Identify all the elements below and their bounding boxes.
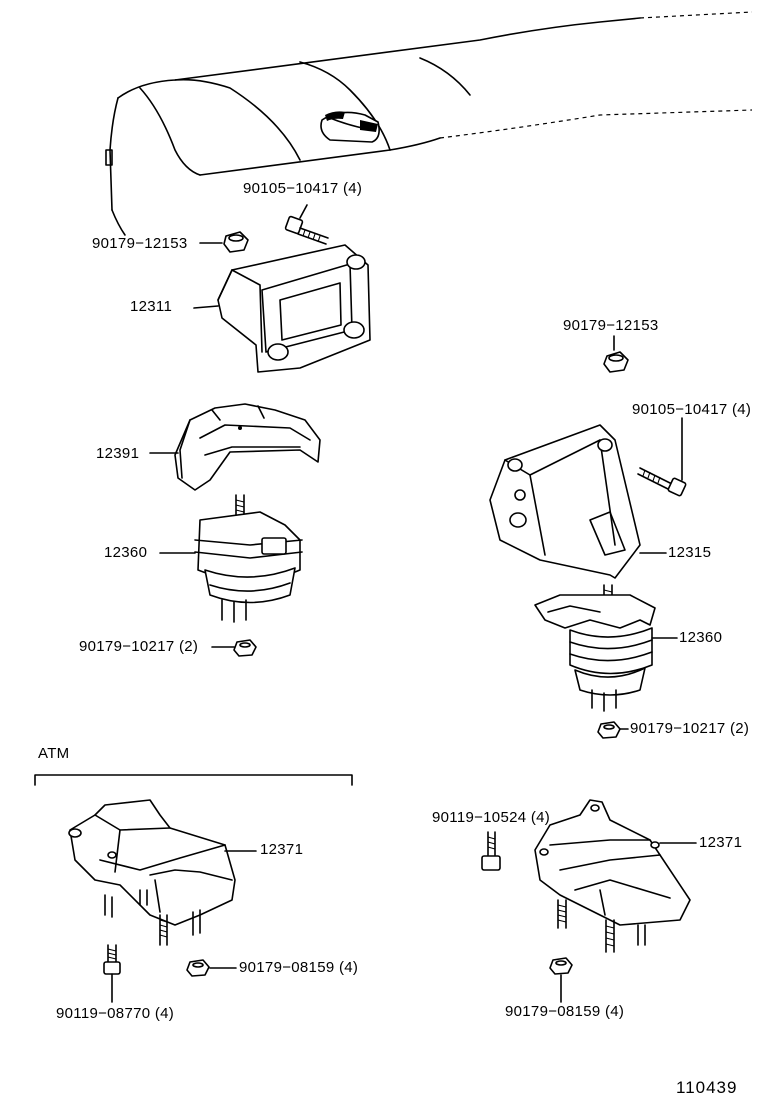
engine-mount-12360-left [159, 494, 303, 623]
atm-bracket [34, 774, 353, 786]
heat-shield-12391 [149, 403, 321, 491]
label-12315: 12315 [668, 544, 712, 561]
label-12371-left: 12371 [260, 841, 304, 858]
bolt-90105-10417-top [284, 204, 329, 245]
label-90119-10524: 90119−10524 (4) [432, 809, 551, 826]
bolt-90119-08770 [103, 944, 121, 1003]
label-12371-right: 12371 [699, 834, 743, 851]
bracket-12311 [193, 244, 371, 373]
bolt-90119-10524 [481, 831, 501, 871]
label-90105-10417-top: 90105−10417 (4) [243, 180, 363, 197]
nut-90179-10217-right [597, 721, 629, 739]
nut-90179-08159-right [549, 957, 573, 1003]
label-90179-12153-left: 90179−12153 [92, 235, 188, 252]
nut-90179-10217-left [211, 639, 257, 657]
nut-90179-12153-right [603, 335, 629, 373]
engine-mount-12360-right [534, 584, 678, 712]
transmission-mount-12371-right [534, 799, 697, 953]
label-atm: ATM [38, 745, 70, 762]
label-12311: 12311 [130, 298, 173, 315]
nut-90179-08159-left [186, 959, 237, 977]
diagram-number: 110439 [676, 1078, 738, 1097]
bolt-90105-10417-right [637, 417, 687, 497]
label-90179-10217-right: 90179−10217 (2) [630, 720, 750, 737]
label-90179-10217-left: 90179−10217 (2) [79, 638, 199, 655]
label-90179-12153-right: 90179−12153 [563, 317, 659, 334]
bracket-12315 [489, 424, 667, 579]
label-90105-10417-right: 90105−10417 (4) [632, 401, 752, 418]
engine-block [105, 11, 753, 236]
label-12360-left: 12360 [104, 544, 148, 561]
transmission-mount-12371-left [68, 799, 257, 946]
label-90119-08770: 90119−08770 (4) [56, 1005, 175, 1022]
label-90179-08159-right: 90179−08159 (4) [505, 1003, 625, 1020]
label-12391: 12391 [96, 445, 140, 462]
label-90179-08159-left: 90179−08159 (4) [239, 959, 359, 976]
nut-90179-12153-left [199, 231, 249, 253]
label-12360-right: 12360 [679, 629, 723, 646]
